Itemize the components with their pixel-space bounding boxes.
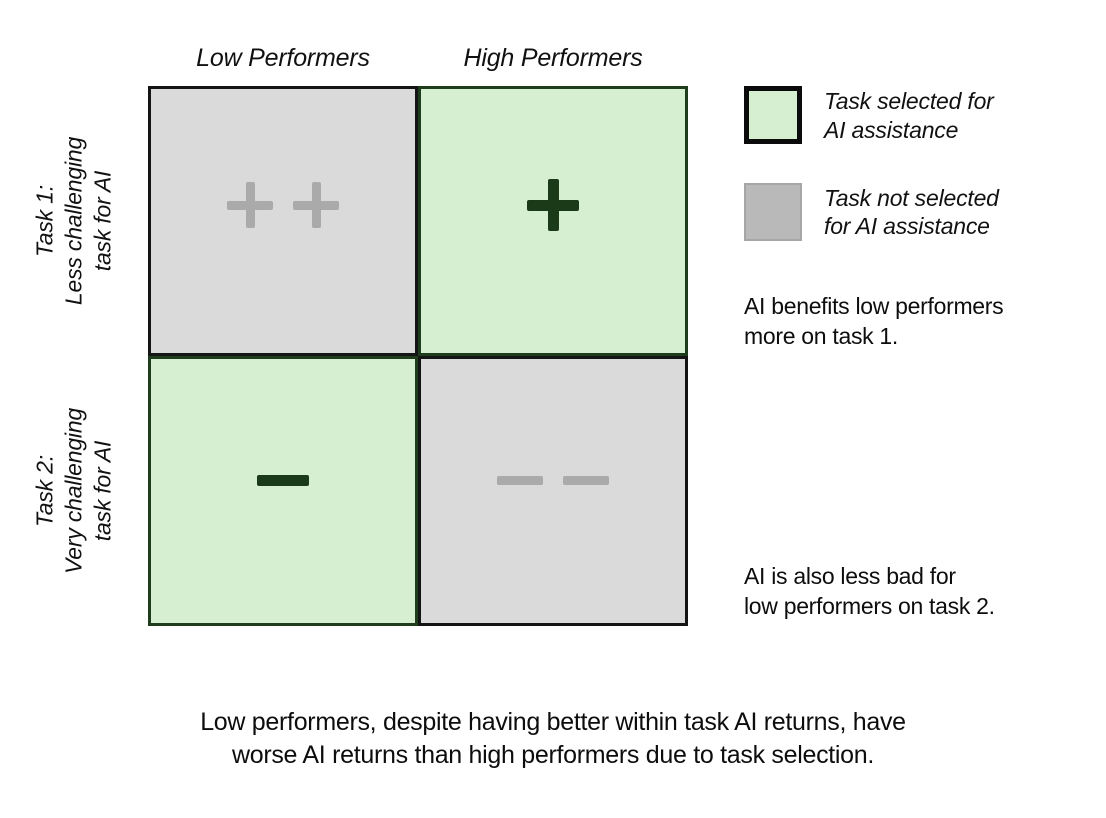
cell-high-performers-task-1-symbols [421, 179, 685, 232]
legend-label-not-selected-line-1: Task not selected [824, 184, 999, 211]
cell-low-performers-task-2 [148, 356, 418, 626]
row-label-task-1-line-1: Task 1: [31, 185, 58, 257]
two-by-two-matrix [148, 86, 688, 626]
annotation-task-1-line-1: AI benefits low performers [744, 293, 1004, 319]
row-label-task-1: Task 1: Less challenging task for AI [31, 137, 118, 305]
row-label-task-1-line-2: Less challenging [60, 136, 87, 306]
row-label-task-2-container: Task 2: Very challenging task for AI [0, 356, 148, 626]
row-label-task-2-line-2: Very challenging [60, 408, 87, 574]
plus-icon [293, 182, 339, 229]
legend-label-selected-line-1: Task selected for [824, 88, 994, 114]
row-label-task-2-line-3: task for AI [89, 440, 116, 542]
minus-icon [257, 457, 309, 503]
minus-icon [497, 457, 543, 503]
cell-high-performers-task-1 [418, 86, 688, 356]
figure-caption: Low performers, despite having better wi… [0, 706, 1106, 772]
column-header-low-performers: Low Performers [196, 44, 370, 72]
cell-high-performers-task-2 [418, 356, 688, 626]
figure-caption-line-1: Low performers, despite having better wi… [200, 708, 906, 736]
annotation-task-2: AI is also less bad for low performers o… [744, 562, 1084, 622]
row-label-task-1-container: Task 1: Less challenging task for AI [0, 86, 148, 356]
row-label-task-2-line-1: Task 2: [31, 455, 58, 527]
legend-item-not-selected: Task not selected for AI assistance [744, 182, 1084, 242]
legend-item-selected: Task selected for AI assistance [744, 86, 1084, 145]
cell-low-performers-task-1-symbols [151, 182, 415, 229]
legend-label-not-selected: Task not selected for AI assistance [824, 183, 999, 242]
row-label-task-2: Task 2: Very challenging task for AI [31, 408, 118, 574]
legend-swatch-selected-icon [744, 86, 802, 144]
annotation-task-1: AI benefits low performers more on task … [744, 292, 1084, 352]
row-label-task-1-line-3: task for AI [89, 170, 116, 272]
legend: Task selected for AI assistance Task not… [744, 86, 1084, 267]
legend-swatch-not-selected-icon [744, 182, 802, 241]
plus-icon [527, 179, 579, 232]
cell-high-performers-task-2-symbols [421, 457, 685, 503]
figure-caption-line-2: worse AI returns than high performers du… [231, 741, 875, 769]
plus-icon [227, 182, 273, 229]
column-header-high-performers: High Performers [463, 44, 643, 72]
legend-label-selected-line-2: AI assistance [824, 116, 959, 143]
minus-icon [563, 457, 609, 503]
legend-label-not-selected-line-2: for AI assistance [824, 213, 990, 240]
annotation-task-2-line-1: AI is also less bad for [744, 563, 956, 589]
annotation-task-2-line-2: low performers on task 2. [744, 592, 995, 619]
legend-label-selected: Task selected for AI assistance [824, 86, 994, 145]
cell-low-performers-task-2-symbols [151, 457, 415, 503]
cell-low-performers-task-1 [148, 86, 418, 356]
annotation-task-1-line-2: more on task 1. [744, 322, 899, 349]
